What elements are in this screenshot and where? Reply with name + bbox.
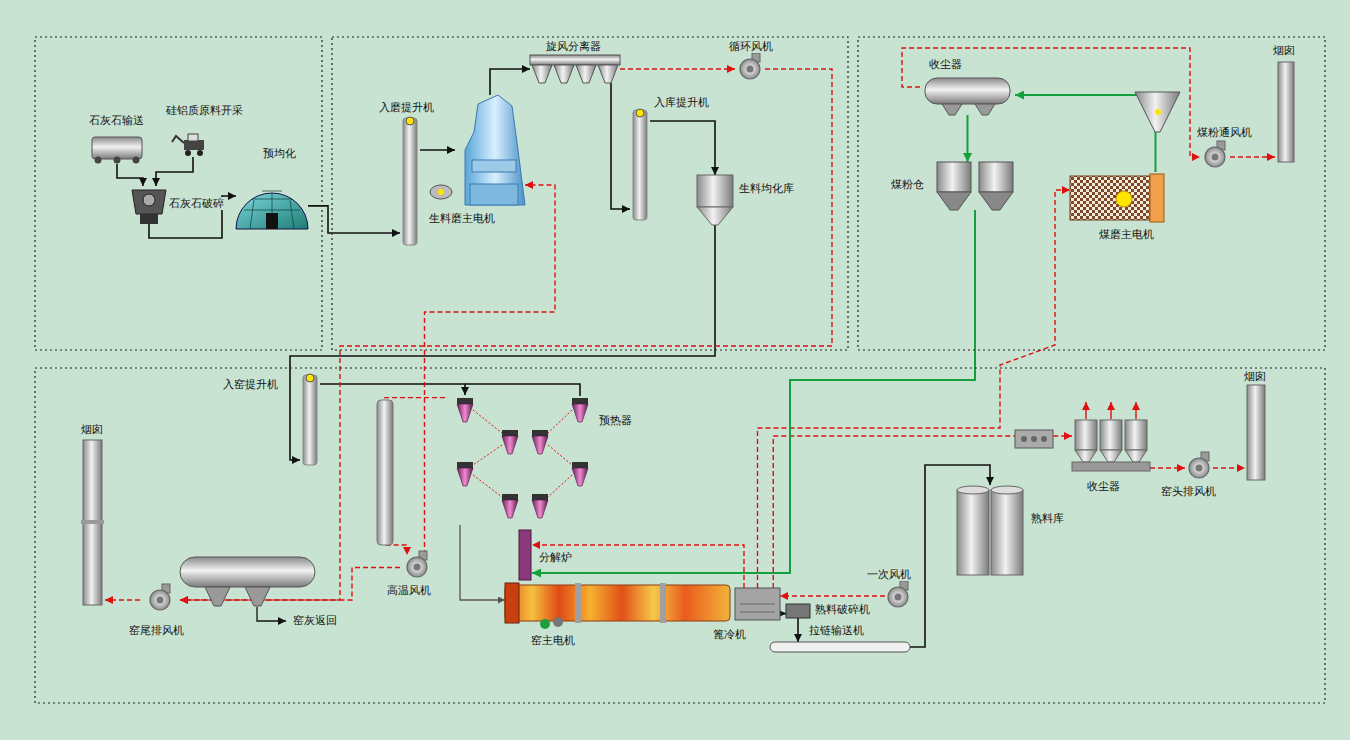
equipment-node: 石灰石破碎 xyxy=(132,186,166,224)
equipment-label: 煤磨主电机 xyxy=(1098,228,1155,241)
equipment-node: 生料磨主电机 xyxy=(455,95,525,205)
material-flow-line xyxy=(156,157,193,186)
equipment-node: 熟料破碎机 xyxy=(786,604,810,618)
gas-flow-line xyxy=(620,68,735,69)
equipment-node: 预均化 xyxy=(236,163,308,229)
equipment-label: 入库提升机 xyxy=(653,96,710,109)
equipment-node: 入窑提升机 xyxy=(300,375,320,465)
equipment-node: 烟囱 xyxy=(1245,385,1267,480)
material-flow-line xyxy=(290,225,715,460)
equipment-node: 窑主电机 xyxy=(505,585,730,621)
equipment-label: 预热器 xyxy=(598,414,633,427)
equipment-node: 一次风机 xyxy=(885,586,911,608)
material-flow-line xyxy=(117,164,143,186)
equipment-node: 篦冷机 xyxy=(735,588,780,620)
equipment-label: 旋风分离器 xyxy=(545,40,602,53)
gas-flow-line xyxy=(758,190,1071,588)
equipment-node: 入磨提升机 xyxy=(400,118,420,245)
equipment-label: 入窑提升机 xyxy=(222,378,279,391)
material-flow-line xyxy=(611,83,630,209)
equipment-label: 窑尾排风机 xyxy=(128,624,185,637)
equipment-label: 石灰石输送 xyxy=(88,114,145,127)
equipment-node: 收尘器 xyxy=(920,75,1015,115)
equipment-node: 煤粉仓 xyxy=(935,162,1015,210)
equipment-node: 循环风机 xyxy=(735,57,765,81)
material-flow-line xyxy=(490,69,530,95)
equipment-label: 预均化 xyxy=(262,147,297,160)
material-flow-line xyxy=(460,525,505,600)
equipment-label: 硅铝质原料开采 xyxy=(165,104,244,117)
gas-flow-line xyxy=(180,69,832,600)
equipment-node: 分解炉 xyxy=(518,530,532,580)
gas-flow-line xyxy=(780,595,885,596)
equipment-label: 熟料库 xyxy=(1030,512,1065,525)
equipment-label: 窑头排风机 xyxy=(1160,485,1217,498)
equipment-label: 生料磨主电机 xyxy=(428,212,496,225)
note-label: 窑灰返回 xyxy=(292,614,338,627)
equipment-node: 窑尾排风机 xyxy=(140,585,180,615)
gas-flow-line xyxy=(1213,467,1245,468)
gas-flow-line xyxy=(532,545,744,588)
equipment-node: 高温风机 xyxy=(400,555,435,580)
equipment-label: 熟料破碎机 xyxy=(814,603,871,616)
gas-flow-line xyxy=(105,599,140,600)
material-flow-line xyxy=(797,618,799,642)
equipment-node: 煤粉通风机 xyxy=(1200,145,1230,169)
material-flow-line xyxy=(910,465,990,647)
material-flow-line xyxy=(320,384,465,395)
equipment-node: 拉链输送机 xyxy=(770,642,910,652)
equipment-node: 收尘器 xyxy=(1072,418,1150,473)
equipment-label: 入磨提升机 xyxy=(378,101,435,114)
equipment-label: 石灰石破碎 xyxy=(168,197,225,210)
equipment-node: 硅铝质原料开采 xyxy=(178,135,208,157)
gas-flow-line xyxy=(425,185,556,555)
equipment-label: 烟囱 xyxy=(1272,44,1296,57)
equipment-node: 生料均化库 xyxy=(697,175,733,225)
equipment-label: 收尘器 xyxy=(928,58,963,71)
equipment-label: 烟囱 xyxy=(80,423,104,436)
equipment-label: 烟囱 xyxy=(1243,370,1267,383)
equipment-label: 收尘器 xyxy=(1086,480,1121,493)
equipment-node: 旋风分离器 xyxy=(530,55,620,83)
material-flow-line xyxy=(420,149,455,151)
equipment-label: 一次风机 xyxy=(866,568,912,581)
gas-flow-line xyxy=(773,436,1072,588)
equipment-label: 窑主电机 xyxy=(530,634,576,647)
gas-flow-line xyxy=(385,398,445,555)
equipment-label: 高温风机 xyxy=(386,584,432,597)
equipment-label: 篦冷机 xyxy=(712,628,747,641)
equipment-node: 熟料库 xyxy=(955,485,1025,575)
equipment-node: 窑头排风机 xyxy=(1185,457,1213,479)
material-flow-line xyxy=(780,613,786,615)
equipment-node: 入库提升机 xyxy=(630,110,650,220)
equipment-node: 石灰石输送 xyxy=(92,132,142,164)
equipment-node: 烟囱 xyxy=(1275,62,1295,162)
equipment-label: 煤粉仓 xyxy=(890,178,925,191)
coal-flow-line xyxy=(1015,95,1156,172)
material-flow-line xyxy=(308,206,400,233)
equipment-label: 生料均化库 xyxy=(738,182,795,195)
equipment-label: 拉链输送机 xyxy=(808,624,865,637)
coal-flow-line xyxy=(532,210,975,573)
equipment-label: 循环风机 xyxy=(728,40,774,53)
gas-flow-line xyxy=(1230,156,1275,157)
equipment-label: 分解炉 xyxy=(538,551,573,564)
gas-flow-line xyxy=(1150,467,1185,468)
equipment-node: 煤磨主电机 xyxy=(1070,172,1165,220)
equipment-label: 煤粉通风机 xyxy=(1196,126,1253,139)
equipment-node: 烟囱 xyxy=(80,440,105,605)
equipment-node: 预热器 xyxy=(445,395,595,525)
material-flow-line xyxy=(650,121,715,175)
coal-flow-line xyxy=(966,115,968,162)
